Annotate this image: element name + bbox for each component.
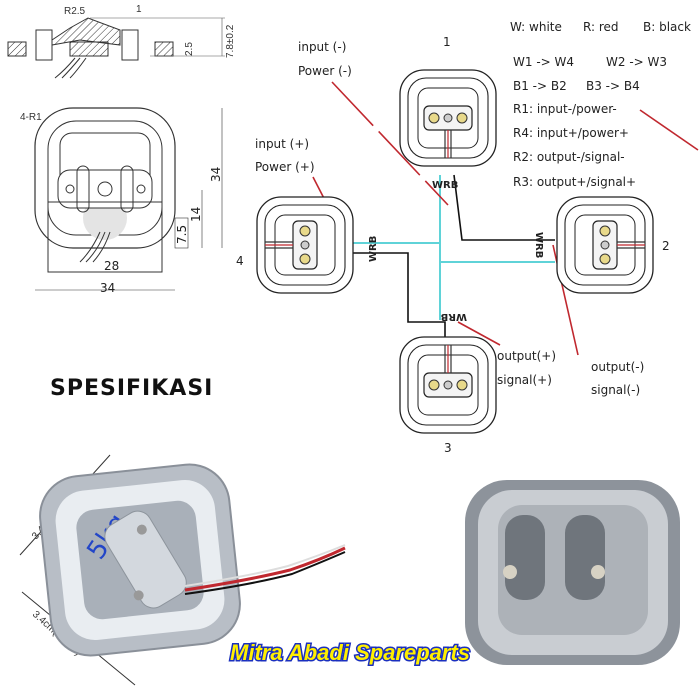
load-cell-photo-right: [465, 480, 680, 665]
load-cell-3: [399, 336, 497, 434]
power-minus-label: Power (-): [298, 64, 352, 78]
dimension-7-5: 7.5: [175, 225, 189, 244]
legend-red: R: red: [583, 20, 619, 34]
sensor-number-4: 4: [236, 254, 244, 268]
dimension-14: 14: [189, 207, 203, 222]
wrb-label-3: WRB: [441, 311, 467, 322]
black-wire: [453, 174, 555, 241]
input-minus-label: input (-): [298, 40, 346, 54]
signal-plus-label: signal(+): [497, 373, 552, 387]
corner-radius-label: 4-R1: [20, 112, 42, 123]
legend-r3: R3: output+/signal+: [513, 175, 636, 189]
legend-w1-w4: W1 -> W4: [513, 55, 574, 69]
black-wire: [352, 252, 446, 338]
sensor-number-2: 2: [662, 239, 670, 253]
sensor-number-3: 3: [444, 441, 452, 455]
output-plus-label: output(+): [497, 349, 556, 363]
input-plus-label: input (+): [255, 137, 309, 151]
top-view-drawing: 4-R1 34 14 7.5 28 34: [20, 107, 223, 295]
load-cell-2: [556, 196, 654, 294]
spec-heading: SPESIFIKASI: [50, 376, 213, 401]
wire-legend: W: white R: red B: black W1 -> W4 W2 -> …: [510, 20, 691, 189]
legend-r1: R1: input-/power-: [513, 102, 617, 116]
brand-banner: Mitra Abadi Spareparts: [230, 640, 470, 665]
signal-minus-label: signal(-): [591, 383, 640, 397]
legend-b1-b2: B1 -> B2: [513, 79, 567, 93]
legend-r4: R4: input+/power+: [513, 126, 629, 140]
cross-section-drawing: R2.5 1 7.8±0.2 2.5: [7, 4, 236, 79]
wrb-label-4: WRB: [368, 236, 379, 262]
load-cell-4: [256, 196, 354, 294]
legend-r2: R2: output-/signal-: [513, 150, 625, 164]
height-label: 7.8±0.2: [225, 24, 236, 58]
thickness-label: 1: [136, 4, 142, 15]
width-dimension: 34: [100, 281, 115, 295]
dimension-28: 28: [104, 259, 119, 273]
red-leader-line: [639, 109, 699, 151]
wrb-label-1: WRB: [432, 180, 458, 191]
legend-white: W: white: [510, 20, 562, 34]
radius-label: R2.5: [64, 6, 86, 17]
wrb-label-2: WRB: [533, 232, 544, 258]
legend-w2-w3: W2 -> W3: [606, 55, 667, 69]
height-dimension: 34: [209, 167, 223, 182]
red-leader-line: [457, 321, 501, 346]
red-leader-line: [331, 81, 449, 206]
legend-black: B: black: [643, 20, 691, 34]
legend-b3-b4: B3 -> B4: [586, 79, 640, 93]
load-cell-1: [399, 69, 497, 167]
output-minus-label: output(-): [591, 360, 644, 374]
sensor-number-1: 1: [443, 35, 451, 49]
base-label: 2.5: [184, 42, 195, 56]
power-plus-label: Power (+): [255, 160, 315, 174]
wiring-diagram: 1 2 3 4 WRB WRB WRB WRB input (-) Power …: [236, 35, 699, 455]
